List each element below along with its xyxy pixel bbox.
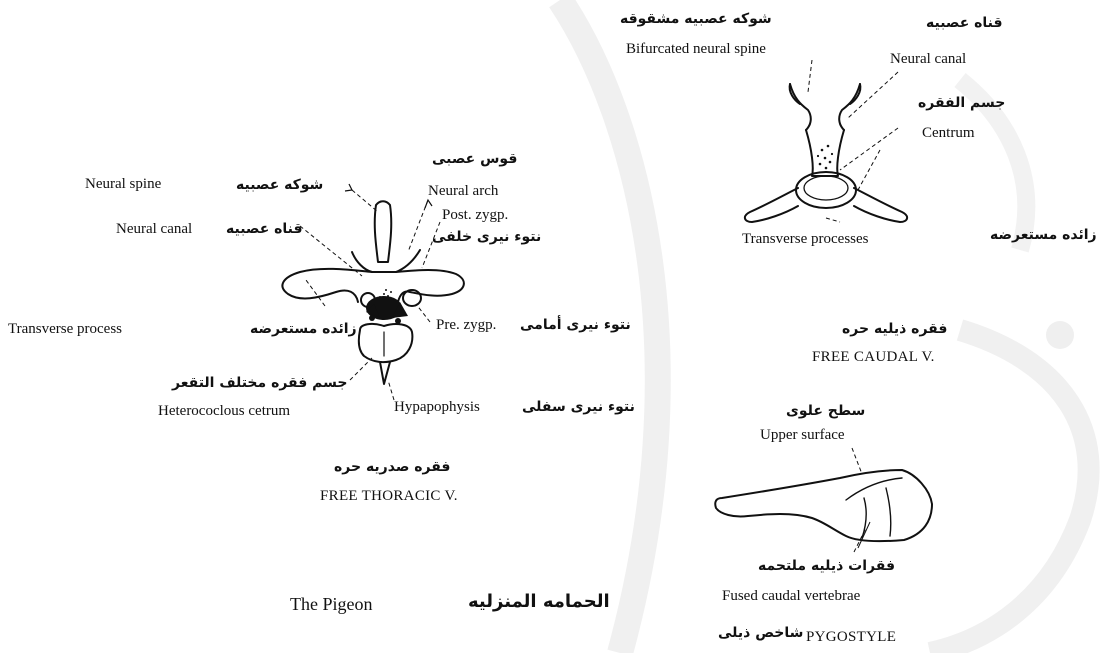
label-post-zyg-en: Post. zygp.	[442, 206, 508, 224]
pygostyle-fused-en: Fused caudal vertebrae	[722, 587, 860, 605]
label-hypapophysis-en: Hypapophysis	[394, 398, 480, 416]
caudal-title-en: FREE CAUDAL V.	[812, 348, 935, 366]
label-neural-spine-en: Neural spine	[85, 175, 161, 193]
label-neural-spine-ar: شوكه عصبيه	[236, 176, 323, 194]
label-pre-zyg-ar: نتوء نيرى أمامى	[520, 316, 631, 334]
pygostyle-outline	[715, 470, 932, 541]
footer-pigeon-en: The Pigeon	[290, 595, 373, 613]
label-neural-arch-ar: قوس عصبى	[432, 150, 517, 168]
caudal-spine-en: Bifurcated neural spine	[626, 40, 766, 58]
label-pre-zyg-en: Pre. zygp.	[436, 316, 496, 334]
caudal-transverse-ar: زائده مستعرضه	[990, 226, 1097, 244]
footer-pigeon-ar: الحمامه المنزليه	[468, 593, 610, 611]
caudal-canal-en: Neural canal	[890, 50, 966, 68]
label-centrum-ar: جسم فقره مختلف التقعر	[172, 374, 347, 392]
pygostyle-fused-ar: فقرات ذيليه ملتحمه	[758, 557, 895, 575]
caudal-spine-ar: شوكه عصبيه مشقوقه	[620, 10, 772, 28]
leader-upper-surface	[852, 448, 862, 474]
label-neural-arch-en: Neural arch	[428, 182, 498, 200]
label-post-zyg-ar: نتوء نيرى خلفى	[432, 228, 541, 246]
thoracic-title-ar: فقره صدريه حره	[334, 458, 450, 476]
label-neural-canal-en: Neural canal	[116, 220, 192, 238]
caudal-transverse-en: Transverse processes	[742, 230, 869, 248]
pygostyle-title-ar: شاخص ذيلى	[718, 624, 803, 642]
label-transverse-process-en: Transverse process	[8, 320, 122, 338]
caudal-centrum-en: Centrum	[922, 124, 975, 142]
label-transverse-process-ar: زائده مستعرضه	[250, 320, 357, 338]
pygostyle-upper-ar: سطح علوى	[786, 402, 865, 420]
label-centrum-en: Heterococlous cetrum	[158, 402, 290, 420]
pygostyle-upper-en: Upper surface	[760, 426, 845, 444]
pygostyle-title-en: PYGOSTYLE	[806, 628, 896, 646]
label-hypapophysis-ar: نتوء نيرى سفلى	[522, 398, 635, 416]
caudal-title-ar: فقره ذيليه حره	[842, 320, 947, 338]
thoracic-title-en: FREE THORACIC V.	[320, 487, 458, 505]
label-neural-canal-ar: قناه عصبيه	[226, 220, 303, 238]
caudal-canal-ar: قناه عصبيه	[926, 14, 1003, 32]
caudal-centrum-ar: جسم الفقره	[918, 94, 1005, 112]
